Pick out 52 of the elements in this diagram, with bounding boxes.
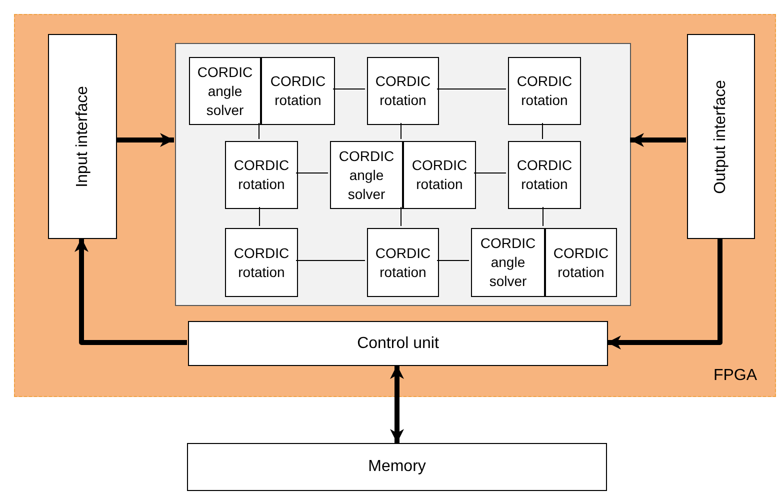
box-label: CORDIC rotation <box>232 244 290 282</box>
connector-line <box>400 122 402 140</box>
connector-line <box>259 206 260 226</box>
process-box <box>225 141 298 209</box>
array-panel <box>175 43 631 306</box>
process-box <box>545 228 617 297</box>
box-label: CORDIC rotation <box>269 72 327 110</box>
box-label: CORDIC rotation <box>374 72 432 110</box>
process-box <box>188 321 608 366</box>
process-box <box>48 34 117 239</box>
box-label: CORDIC rotation <box>552 244 610 282</box>
region-label: FPGA <box>713 366 757 386</box>
connector-line <box>474 172 506 174</box>
connector-line <box>436 260 470 261</box>
connector-line <box>542 206 544 226</box>
box-label: Input interface <box>72 86 92 188</box>
fpga-region <box>14 14 776 397</box>
process-box <box>471 228 545 297</box>
connector-line <box>542 122 543 140</box>
process-box <box>403 141 476 209</box>
process-box <box>330 141 403 209</box>
thick-arrow <box>74 238 187 345</box>
thick-arrow <box>607 238 722 350</box>
process-box <box>187 443 607 491</box>
box-label: CORDIC rotation <box>410 156 468 194</box>
process-box <box>508 57 581 125</box>
process-box <box>189 57 261 125</box>
box-label: Control unit <box>357 334 439 354</box>
process-box <box>367 57 439 125</box>
thick-arrow <box>390 365 404 443</box>
connector-line <box>436 88 506 90</box>
box-label: Memory <box>368 457 426 477</box>
box-label: CORDIC angle solver <box>479 234 537 291</box>
box-label: CORDIC rotation <box>516 72 574 110</box>
process-box <box>508 141 581 209</box>
process-box <box>367 228 439 297</box>
box-label: CORDIC rotation <box>516 156 574 194</box>
box-label: Output interface <box>711 80 730 194</box>
process-box <box>261 57 335 125</box>
process-box <box>687 34 755 239</box>
thick-arrow <box>116 133 174 147</box>
connector-line <box>400 206 402 226</box>
box-label: CORDIC rotation <box>232 156 290 194</box>
connector-line <box>258 122 260 140</box>
box-label: CORDIC angle solver <box>338 146 396 204</box>
box-label: CORDIC angle solver <box>196 62 254 120</box>
thick-arrow <box>630 133 686 147</box>
process-box <box>225 228 298 297</box>
connector-line <box>296 172 328 174</box>
connector-line <box>296 260 366 261</box>
connector-line <box>332 88 366 90</box>
box-label: CORDIC rotation <box>374 244 432 282</box>
